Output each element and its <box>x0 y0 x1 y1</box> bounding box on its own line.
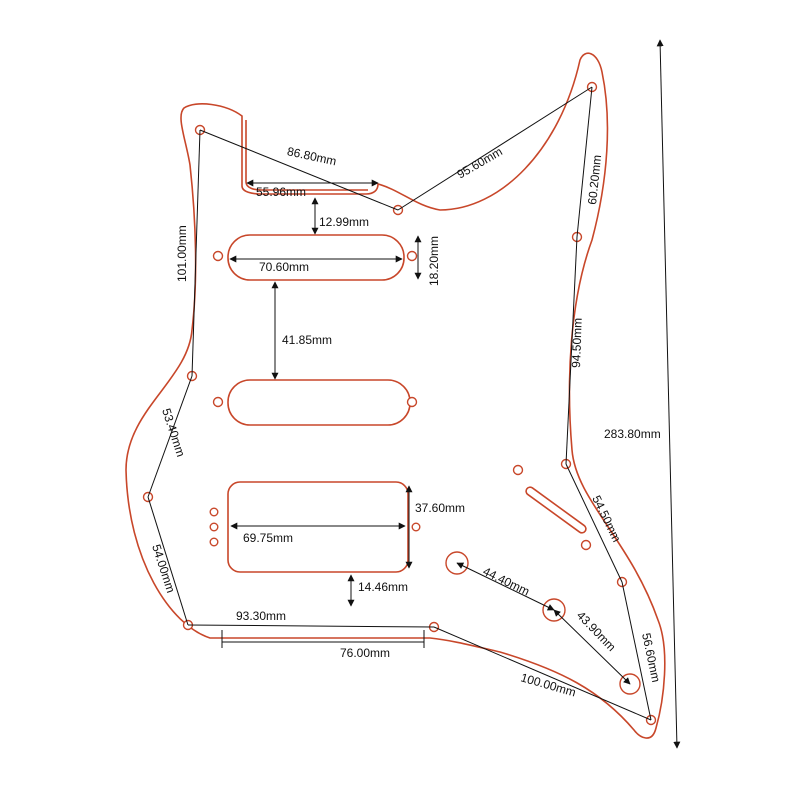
dim-label-43-90: 43.90mm <box>574 608 619 654</box>
pickup-screw-hole <box>411 522 421 532</box>
pickguard-outline <box>125 52 666 739</box>
dim-label-53-40: 53.40mm <box>159 407 188 459</box>
mounting-holes <box>142 81 657 726</box>
dim-line-95-60 <box>397 86 593 211</box>
dim-label-41-85: 41.85mm <box>282 333 332 347</box>
dim-label-56-60: 56.60mm <box>639 632 663 684</box>
dim-label-18-20: 18.20mm <box>427 236 441 286</box>
dim-line-54-50 <box>565 463 623 583</box>
dim-line-56-60 <box>621 581 652 721</box>
dim-line-283-80 <box>656 39 681 749</box>
switch-screw-hole <box>580 539 592 551</box>
dim-label-86-80: 86.80mm <box>286 144 338 168</box>
dim-label-76-00: 76.00mm <box>340 646 390 660</box>
dim-label-14-46: 14.46mm <box>358 580 408 594</box>
dim-line-60-20 <box>576 86 593 238</box>
dim-label-283-80: 283.80mm <box>604 427 661 441</box>
dim-label-93-30: 93.30mm <box>236 609 286 623</box>
dim-line-44-40 <box>456 562 555 611</box>
dim-line-86-80 <box>199 129 399 211</box>
dim-label-12-99: 12.99mm <box>319 215 369 229</box>
dimension-labels: 86.80mm 55.96mm 95.60mm 12.99mm 70.60mm … <box>149 144 663 699</box>
dim-line-94-50 <box>565 236 578 465</box>
dim-label-94-50: 94.50mm <box>569 318 585 368</box>
dim-label-54-50: 54.50mm <box>589 493 624 544</box>
neck-notch-inner <box>245 120 368 191</box>
pickup-screw-hole <box>212 250 224 262</box>
dim-label-95-60: 95.60mm <box>455 144 505 181</box>
middle-pickup-cutout <box>227 379 411 426</box>
dim-label-44-40: 44.40mm <box>481 564 532 599</box>
dim-label-100-00: 100.00mm <box>519 670 577 699</box>
dim-line-43-90 <box>553 609 631 685</box>
pickup-screw-hole <box>209 522 219 532</box>
dim-line-54-00 <box>147 496 189 626</box>
pickup-screw-hole <box>209 507 219 517</box>
dim-label-60-20: 60.20mm <box>585 154 604 205</box>
dim-line-101-00 <box>191 129 201 377</box>
dim-line-53-40 <box>147 375 193 498</box>
dim-label-101-00: 101.00mm <box>175 225 189 282</box>
switch-screw-hole <box>512 464 524 476</box>
dim-label-69-75: 69.75mm <box>243 531 293 545</box>
dim-line-93-30 <box>187 624 435 628</box>
pickup-screw-hole <box>209 537 219 547</box>
switch-slot <box>525 486 587 534</box>
pickup-screw-hole <box>406 396 418 408</box>
dim-label-54-00: 54.00mm <box>149 543 178 595</box>
pickup-screw-hole <box>212 396 224 408</box>
dim-line-100-00 <box>433 626 652 721</box>
dim-label-55-96: 55.96mm <box>256 185 306 199</box>
neck-pickup-cutout <box>227 234 405 281</box>
bridge-humbucker-cutout <box>227 481 409 573</box>
dimension-lines <box>147 39 681 749</box>
dim-label-70-60: 70.60mm <box>259 260 309 274</box>
pickup-screw-hole <box>406 250 418 262</box>
dim-label-37-60: 37.60mm <box>415 501 465 515</box>
